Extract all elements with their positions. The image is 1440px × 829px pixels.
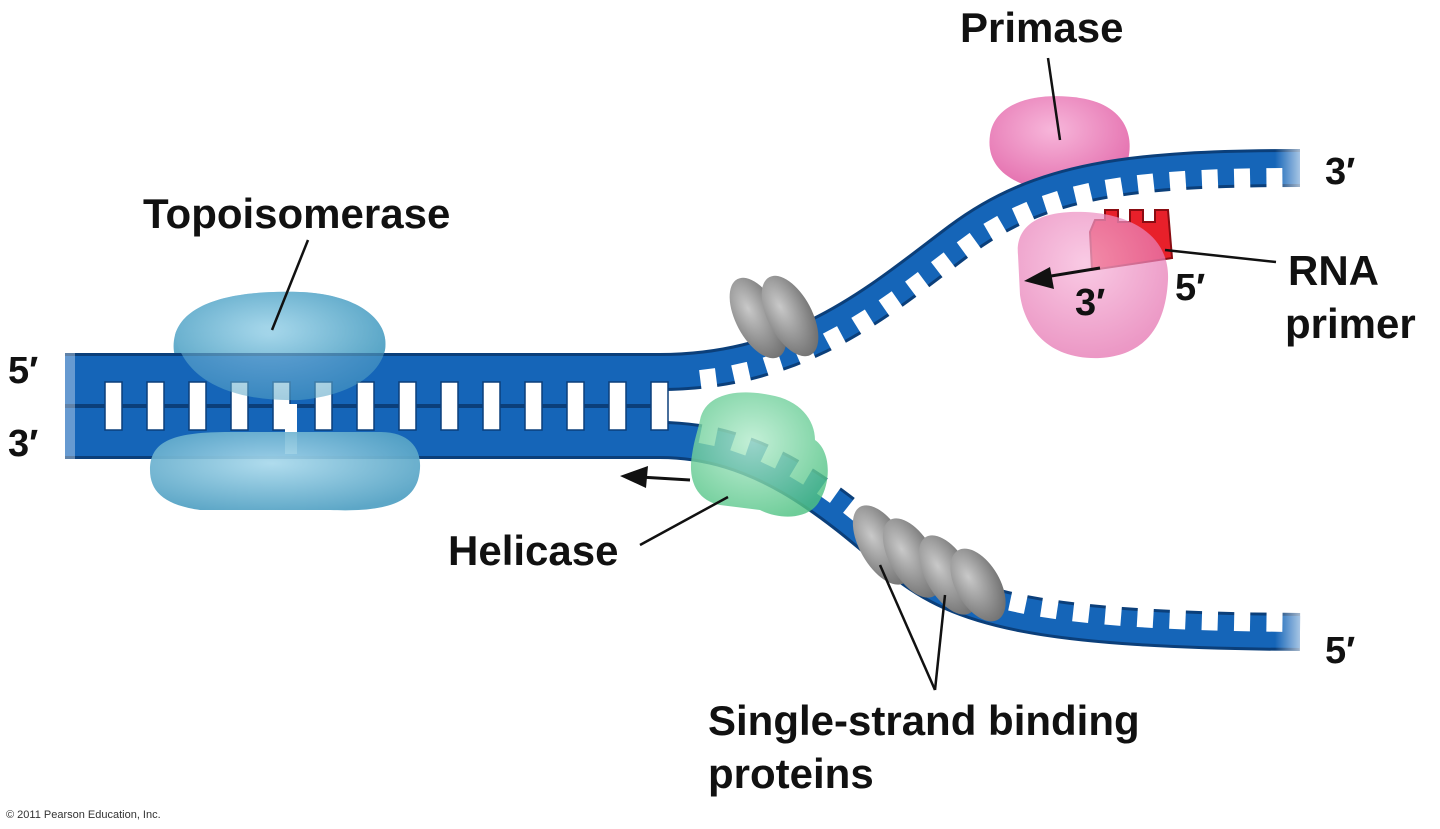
topoisomerase: [150, 291, 421, 511]
base-pair-gap: [188, 381, 207, 431]
right-end-fade-top: [1275, 140, 1315, 200]
ssb-proteins-bottom: [852, 505, 1006, 622]
base-tooth: [1233, 609, 1251, 632]
primase-label: Primase: [960, 4, 1123, 51]
base-tooth: [983, 215, 1009, 243]
base-tooth: [1104, 602, 1123, 626]
base-pair-gap: [566, 381, 585, 431]
primase-leader: [1046, 57, 1062, 141]
ssb-label-line2: proteins: [708, 750, 874, 797]
base-tooth: [1136, 605, 1154, 628]
base-tooth: [822, 326, 848, 354]
base-pair-gap: [650, 381, 669, 431]
primer-5prime-label: 5′: [1175, 267, 1205, 309]
base-pair-gap: [482, 381, 501, 431]
base-tooth: [1136, 173, 1156, 198]
primase: [1017, 211, 1169, 359]
left-bottom-end-label: 3′: [8, 423, 38, 465]
base-tooth: [851, 309, 877, 337]
base-pair-gap: [440, 381, 459, 431]
helicase-direction-arrow: [620, 466, 691, 488]
base-tooth: [762, 352, 785, 379]
ssb-leader-right: [933, 594, 947, 691]
helicase-label: Helicase: [448, 527, 618, 574]
left-end-fade: [55, 345, 75, 465]
top-strand-bases: [699, 168, 1283, 392]
left-top-end-label: 5′: [8, 350, 38, 392]
base-tooth: [1040, 594, 1060, 620]
ssb-leader-left: [878, 564, 937, 691]
base-pair-gap: [398, 381, 417, 431]
ssb-proteins-top: [729, 275, 819, 359]
helicase-leader: [639, 495, 729, 547]
right-top-end-label: 3′: [1325, 151, 1355, 193]
base-tooth: [956, 232, 983, 261]
base-tooth: [1008, 589, 1029, 614]
base-tooth: [1201, 608, 1219, 631]
base-pair-gap: [608, 381, 627, 431]
base-pair-gap: [104, 381, 123, 431]
rna-primer-label-line2: primer: [1285, 300, 1416, 347]
base-tooth: [1169, 170, 1187, 194]
base-pair-gap: [356, 381, 375, 431]
base-tooth: [1169, 606, 1187, 630]
helicase: [690, 392, 828, 517]
base-tooth: [1104, 177, 1124, 202]
base-tooth: [1011, 201, 1036, 229]
base-tooth: [1072, 599, 1091, 623]
base-tooth: [1072, 183, 1094, 209]
base-tooth: [930, 252, 958, 280]
base-tooth: [1233, 168, 1251, 191]
base-tooth: [816, 475, 843, 503]
base-tooth: [1201, 169, 1219, 192]
rna-primer-leader: [1164, 248, 1277, 264]
base-tooth: [843, 495, 870, 523]
right-end-fade-bottom: [1275, 604, 1315, 664]
rna-primer-label-line1: RNA: [1288, 247, 1379, 294]
primase-direction-arrow: [1024, 266, 1101, 289]
base-tooth: [731, 361, 752, 387]
duplex-base-pairs: [104, 381, 669, 431]
topoisomerase-leader: [270, 239, 310, 331]
base-pair-gap: [524, 381, 543, 431]
topoisomerase-label: Topoisomerase: [143, 190, 450, 237]
ssb-label-line1: Single-strand binding: [708, 697, 1140, 744]
base-tooth: [878, 291, 905, 319]
base-pair-gap: [146, 381, 165, 431]
primer-3prime-label: 3′: [1075, 282, 1105, 324]
base-tooth: [905, 272, 932, 300]
right-bottom-end-label: 5′: [1325, 630, 1355, 672]
copyright-text: © 2011 Pearson Education, Inc.: [6, 809, 161, 821]
base-tooth: [699, 368, 718, 392]
base-tooth: [1041, 191, 1064, 217]
